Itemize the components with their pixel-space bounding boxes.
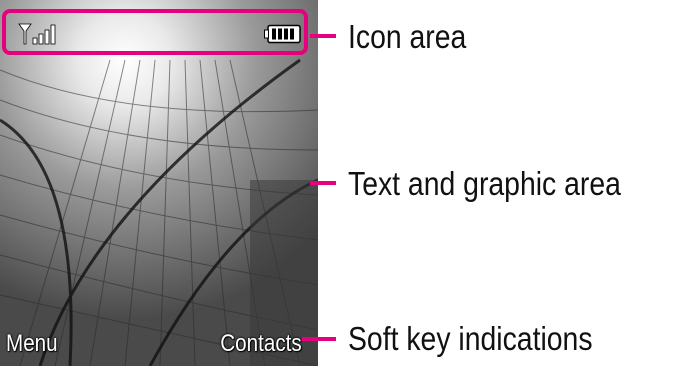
softkey-contacts[interactable]: Contacts: [220, 330, 302, 357]
text-graphic-area-leader-line: [310, 181, 336, 185]
text-graphic-area-label: Text and graphic area: [348, 165, 621, 202]
icon-area-highlight: [2, 9, 308, 55]
signal-strength-icon: [18, 23, 56, 45]
softkey-indications-label: Soft key indications: [348, 320, 593, 357]
wallpaper-image: [0, 0, 318, 366]
battery-icon: [264, 24, 301, 44]
icon-area-label: Icon area: [348, 18, 467, 55]
icon-area-leader-line: [310, 34, 336, 38]
softkey-leader-line: [302, 337, 336, 341]
softkey-menu[interactable]: Menu: [6, 330, 58, 357]
phone-screen: Menu Contacts: [0, 0, 318, 366]
